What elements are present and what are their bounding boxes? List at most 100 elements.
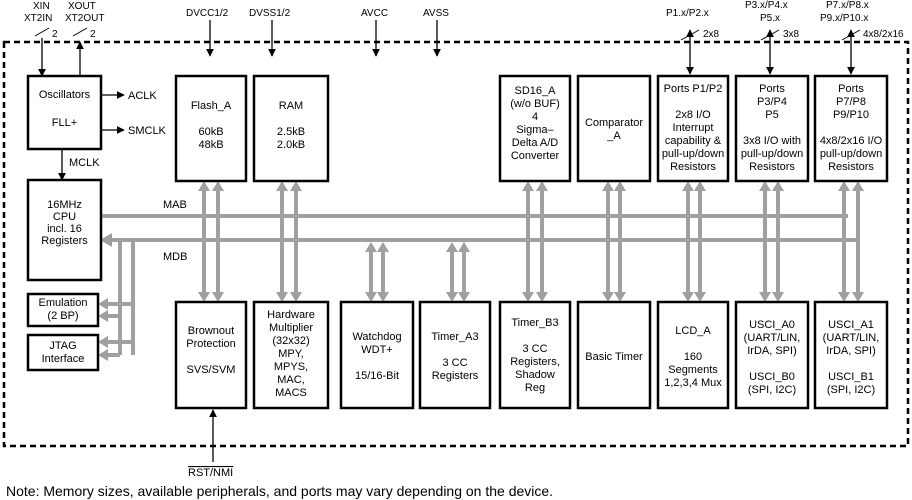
lcd-text: LCD_A [675, 325, 711, 337]
cpu-text: 16MHz [47, 199, 82, 211]
xt2out-label: XT2OUT [65, 13, 104, 24]
bus-connector [458, 242, 470, 302]
cpu-text: CPU [53, 211, 76, 223]
timerb3-text: 3 CC [522, 343, 547, 355]
ports345-text: P3/P4 [757, 96, 787, 108]
timera3-text: Timer_A3 [431, 331, 478, 343]
timerb3-text: Reg [525, 382, 545, 394]
ports345-text: Resistors [749, 161, 795, 173]
mclk-label: MCLK [69, 157, 100, 169]
xout-label: XOUT [68, 1, 96, 12]
bus-connector [536, 181, 548, 302]
cpu-text: Registers [41, 235, 88, 247]
ports345-text: 3x8 I/O with [743, 135, 801, 147]
ports78910-text: Resistors [828, 161, 874, 173]
bus-connector [694, 181, 706, 302]
ports78910-text: 4x8/2x16 I/O [820, 135, 883, 147]
jtag-text: Interface [42, 353, 85, 365]
device-boundary [2, 40, 910, 448]
usci-a0-text: (SPI, I2C) [748, 384, 796, 396]
comparator-text: Comparator [585, 117, 643, 129]
mdb-arrowhead [100, 233, 112, 247]
bus-connector [772, 181, 784, 302]
ports345-text: pull-up/down [741, 148, 803, 160]
emulation-block: Emulation(2 BP) [26, 292, 100, 328]
external-signals [34, 20, 861, 462]
port345-label-2: P5.x [760, 13, 780, 24]
xin-label: XIN [33, 1, 50, 12]
dvcc-label: DVCC1/2 [186, 8, 229, 19]
bus-connector [365, 242, 377, 302]
aclk-label: ACLK [128, 90, 157, 102]
port12-count: 2x8 [703, 29, 720, 40]
sd16-text: Converter [511, 150, 560, 162]
ports78910-text: Ports [838, 83, 864, 95]
watchdog-text: WDT+ [361, 344, 392, 356]
hwmult-text: (32x32) [272, 335, 309, 347]
bus-connector [602, 181, 614, 302]
ports345-text: Ports [759, 83, 785, 95]
usci-a0-text: USCI_B0 [749, 371, 795, 383]
cpu-text: incl. 16 [47, 223, 82, 235]
ports78910-text: pull-up/down [820, 148, 882, 160]
usci-a0-block: USCI_A0(UART/LIN,IrDA, SPI)USCI_B0(SPI, … [734, 300, 810, 410]
usci-a0-text: IrDA, SPI) [747, 345, 797, 357]
xt2in-label: XT2IN [24, 13, 52, 24]
footnote: Note: Memory sizes, available peripheral… [6, 483, 553, 499]
avss-label: AVSS [423, 8, 449, 19]
ports12-text: Resistors [670, 161, 716, 173]
brownout-text: Brownout [188, 325, 234, 337]
dvss-label: DVSS1/2 [249, 8, 291, 19]
port12-label: P1.x/P2.x [666, 8, 709, 19]
sd16-text: (w/o BUF) [510, 98, 560, 110]
brownout-text: Protection [186, 338, 236, 350]
flash-text: Flash_A [191, 100, 232, 112]
bus-connector [838, 181, 850, 302]
ports12-text: 2x8 I/O [675, 109, 711, 121]
bus-lines [98, 214, 860, 361]
ram-text: 2.0kB [277, 139, 305, 151]
rst-label: RST/NMI [188, 467, 233, 479]
usci-a1-text: USCI_B1 [828, 371, 874, 383]
ports345-text: P5 [765, 109, 778, 121]
usci-a1-text: USCI_A1 [828, 319, 874, 331]
sd16-text: 4 [532, 111, 538, 123]
port78910-label-1: P7.x/P8.x [826, 0, 869, 11]
port78910-count: 4x8/2x16 [863, 29, 904, 40]
usci-a1-block: USCI_A1(UART/LIN,IrDA, SPI)USCI_B1(SPI, … [813, 300, 889, 410]
timerb3-text: Timer_B3 [511, 317, 558, 329]
bus-connector [614, 181, 626, 302]
bus-connector [276, 181, 288, 302]
sd16-text: Sigma– [516, 124, 554, 136]
hwmult-text: Multiplier [269, 322, 313, 334]
oscillators-text: Oscillators [39, 89, 91, 101]
flash-text: 48kB [198, 139, 223, 151]
bus-connector [759, 181, 771, 302]
ports12-text: Interrupt [673, 122, 714, 134]
basictimer-text: Basic Timer [585, 351, 643, 363]
bus-connector [446, 242, 458, 302]
usci-a1-text: (UART/LIN, [823, 332, 880, 344]
jtag-text: JTAG [49, 340, 76, 352]
timerb3-text: Shadow [515, 369, 555, 381]
timera3-text: 3 CC [442, 357, 467, 369]
usci-a0-text: (UART/LIN, [744, 332, 801, 344]
bus-connector [522, 181, 534, 302]
brownout-text: SVS/SVM [187, 364, 236, 376]
usci-a1-text: IrDA, SPI) [826, 345, 876, 357]
ram-text: 2.5kB [277, 126, 305, 138]
port345-count: 3x8 [783, 29, 800, 40]
emulation-text: (2 BP) [47, 310, 78, 322]
ports12-text: capability & [665, 135, 722, 147]
smclk-label: SMCLK [128, 125, 167, 137]
